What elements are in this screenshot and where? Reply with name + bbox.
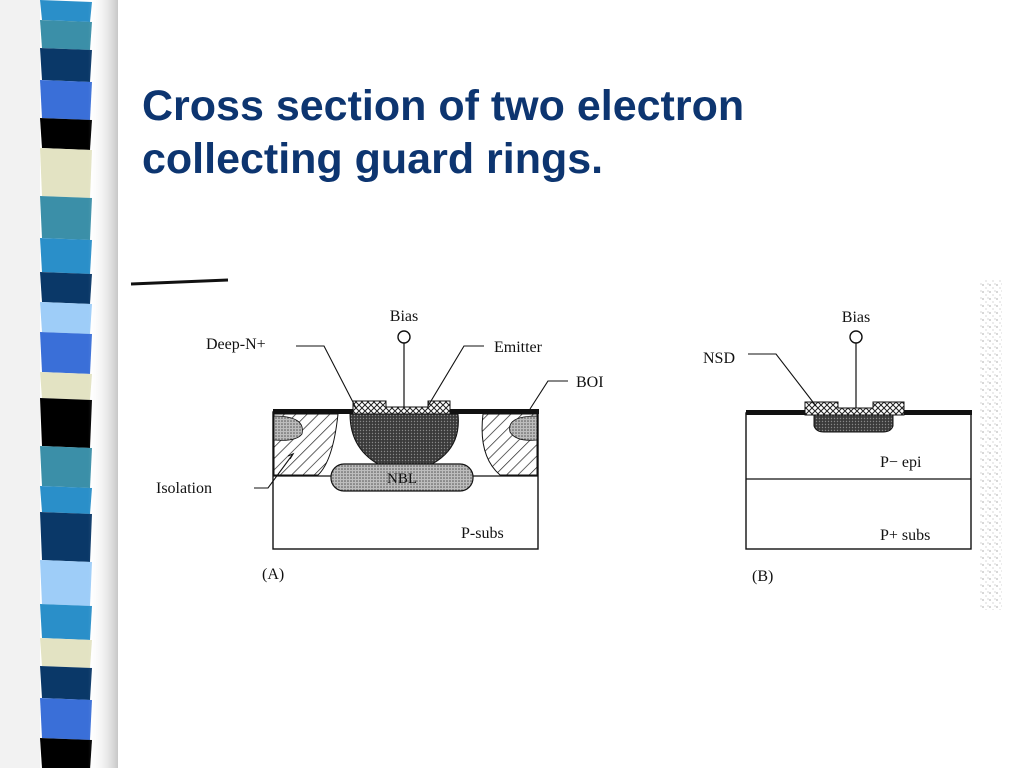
diagram-a-isolation-label: Isolation bbox=[156, 480, 212, 497]
stripe-block bbox=[40, 0, 92, 22]
diagram-b: Bias NSD P− epi P+ subs (B) bbox=[703, 309, 972, 585]
stripe-block bbox=[40, 666, 92, 700]
stripe-block bbox=[40, 512, 92, 562]
diagram-a-emitter-contact bbox=[352, 400, 451, 415]
diagram-a: NBL Bias Deep-N+ Emitter BOI Isolation P… bbox=[156, 308, 604, 583]
stripe-block bbox=[40, 196, 92, 240]
stripe-block bbox=[40, 698, 92, 740]
diagram-a-substrate-label: P-subs bbox=[461, 525, 504, 542]
stripe-block bbox=[40, 560, 92, 606]
stripe-block bbox=[40, 238, 92, 274]
stripe-block bbox=[40, 446, 92, 488]
slide-title: Cross section of two electron collecting… bbox=[142, 80, 962, 186]
diagram-b-substrate bbox=[745, 412, 972, 550]
decorative-stripe bbox=[0, 0, 118, 768]
diagram-b-nsd-region bbox=[813, 414, 894, 433]
stripe-block bbox=[40, 118, 92, 150]
diagram-a-caption: (A) bbox=[262, 566, 284, 583]
diagram-a-boi-label: BOI bbox=[576, 374, 604, 391]
stripe-block bbox=[40, 638, 92, 668]
diagram-b-bias-label: Bias bbox=[842, 309, 870, 326]
stripe-block bbox=[40, 80, 92, 120]
title-line-2: collecting guard rings. bbox=[142, 135, 604, 183]
stripe-block bbox=[40, 738, 92, 768]
stripe-block bbox=[40, 148, 92, 198]
diagram-a-emitter-label: Emitter bbox=[494, 339, 543, 356]
diagram-b-substrate-label: P+ subs bbox=[880, 527, 930, 544]
stripe-block bbox=[40, 604, 92, 640]
diagram-a-bias-terminal bbox=[397, 330, 411, 344]
diagram-a-deep-n-label: Deep-N+ bbox=[206, 336, 266, 353]
stripe-block bbox=[40, 398, 92, 448]
diagram-a-nbl bbox=[330, 463, 474, 492]
diagram-b-nsd-label: NSD bbox=[703, 350, 735, 367]
diagram-b-bias-terminal bbox=[849, 330, 863, 344]
cross-section-figure: NBL Bias Deep-N+ Emitter BOI Isolation P… bbox=[130, 278, 1002, 610]
diagram-b-caption: (B) bbox=[752, 568, 773, 585]
stripe-block bbox=[40, 302, 92, 334]
stripe-block bbox=[40, 486, 92, 514]
stripe-block bbox=[40, 20, 92, 50]
diagram-b-contact bbox=[804, 401, 905, 416]
stripe-block bbox=[40, 332, 92, 374]
diagram-a-bias-label: Bias bbox=[390, 308, 418, 325]
stripe-block bbox=[40, 372, 92, 400]
stripe-block bbox=[40, 48, 92, 82]
title-line-1: Cross section of two electron bbox=[142, 82, 745, 130]
diagram-a-nbl-label: NBL bbox=[387, 471, 417, 487]
diagram-b-epi-label: P− epi bbox=[880, 454, 922, 471]
stripe-block bbox=[40, 272, 92, 304]
